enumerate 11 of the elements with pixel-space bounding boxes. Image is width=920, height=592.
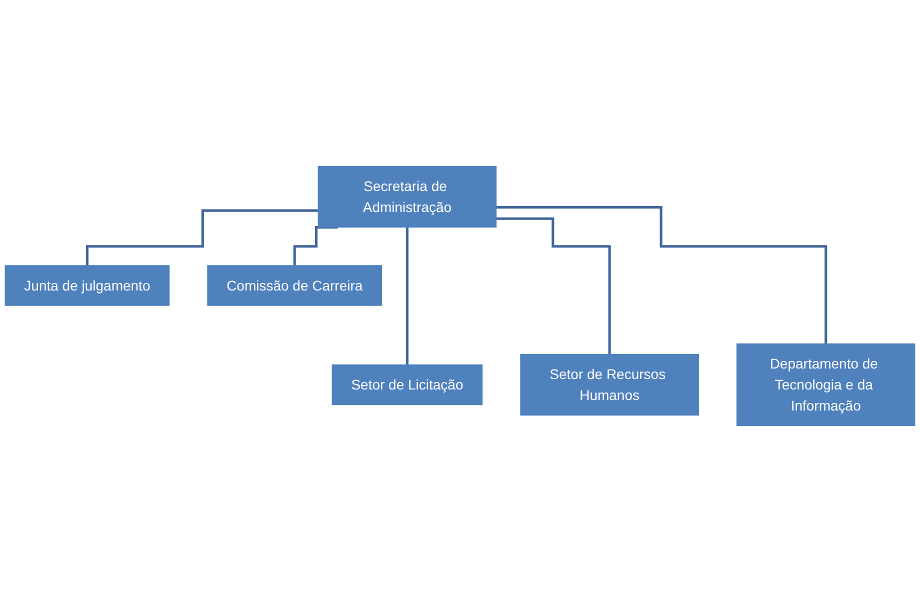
connector (406, 226, 408, 366)
connector (293, 226, 338, 267)
connector (86, 209, 318, 267)
node-box: Setor de Licitação (332, 364, 483, 406)
node-box: Junta de julgamento (4, 265, 170, 306)
node-box: Secretaria de Administração (318, 166, 497, 228)
connector (496, 206, 828, 345)
node-box: Departamento de Tecnologia e da Informação (736, 343, 916, 426)
node-box: Setor de Recursos Humanos (520, 354, 699, 416)
node-box: Comissão de Carreira (207, 265, 382, 306)
connector (496, 217, 611, 356)
